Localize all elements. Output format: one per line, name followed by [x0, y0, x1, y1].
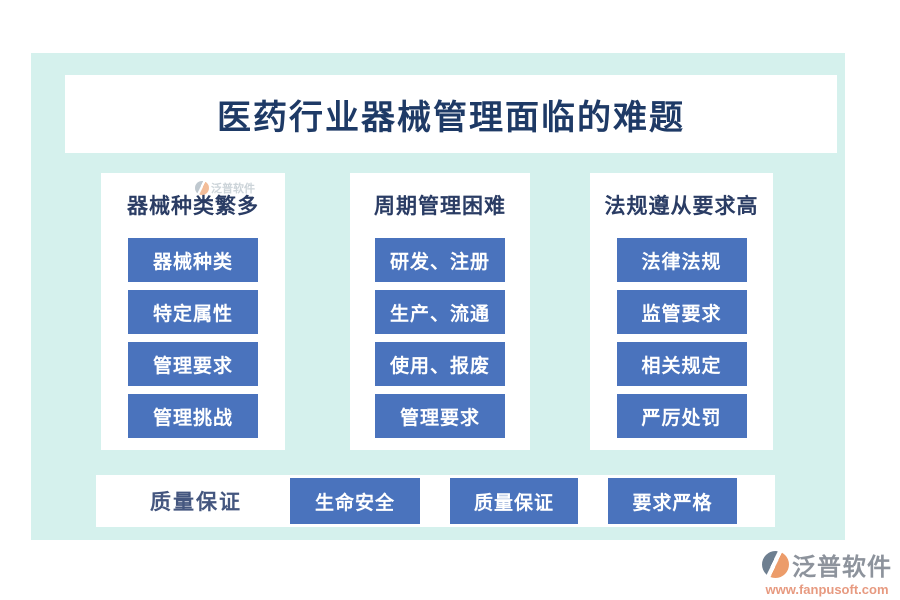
- panel-regulations: 法规遵从要求高 法律法规 监管要求 相关规定 严厉处罚: [590, 173, 773, 450]
- item-box: 监管要求: [616, 290, 747, 334]
- panel-lifecycle: 周期管理困难 研发、注册 生产、流通 使用、报废 管理要求: [350, 173, 530, 450]
- brand-watermark-text: 泛普软件: [211, 183, 255, 195]
- title-bar: 医药行业器械管理面临的难题: [65, 75, 837, 153]
- item-box: 法律法规: [616, 238, 747, 282]
- item-box: 生产、流通: [375, 290, 505, 334]
- bottom-label: 质量保证: [150, 491, 242, 514]
- page-title: 医药行业器械管理面临的难题: [217, 98, 685, 137]
- panel-header: 器械种类繁多: [127, 195, 259, 218]
- panel-device-types: 泛普软件 器械种类繁多 器械种类 特定属性 管理要求 管理挑战: [101, 173, 285, 450]
- button-stack: 研发、注册 生产、流通 使用、报废 管理要求: [375, 238, 505, 438]
- brand-logo-icon: [762, 551, 789, 578]
- item-box: 管理要求: [128, 342, 258, 386]
- panel-header: 周期管理困难: [374, 195, 506, 218]
- item-box: 器械种类: [128, 238, 258, 282]
- item-box: 管理挑战: [128, 394, 258, 438]
- item-box: 生命安全: [290, 478, 420, 524]
- item-box: 管理要求: [375, 394, 505, 438]
- panel-header: 法规遵从要求高: [604, 195, 759, 218]
- brand-name: 泛普软件: [792, 554, 892, 581]
- brand-url: www.fanpusoft.com: [765, 582, 889, 597]
- item-box: 使用、报废: [375, 342, 505, 386]
- brand-watermark: 泛普软件: [195, 180, 255, 196]
- item-box: 特定属性: [128, 290, 258, 334]
- bottom-bar: 质量保证 生命安全 质量保证 要求严格: [96, 475, 775, 527]
- item-box: 严厉处罚: [616, 394, 747, 438]
- footer-brand-logo: 泛普软件 www.fanpusoft.com: [756, 547, 898, 597]
- brand-logo-icon: [195, 181, 209, 195]
- button-stack: 器械种类 特定属性 管理要求 管理挑战: [128, 238, 258, 438]
- item-box: 研发、注册: [375, 238, 505, 282]
- item-box: 相关规定: [616, 342, 747, 386]
- item-box: 要求严格: [608, 478, 737, 524]
- button-stack: 法律法规 监管要求 相关规定 严厉处罚: [616, 238, 747, 438]
- item-box: 质量保证: [450, 478, 578, 524]
